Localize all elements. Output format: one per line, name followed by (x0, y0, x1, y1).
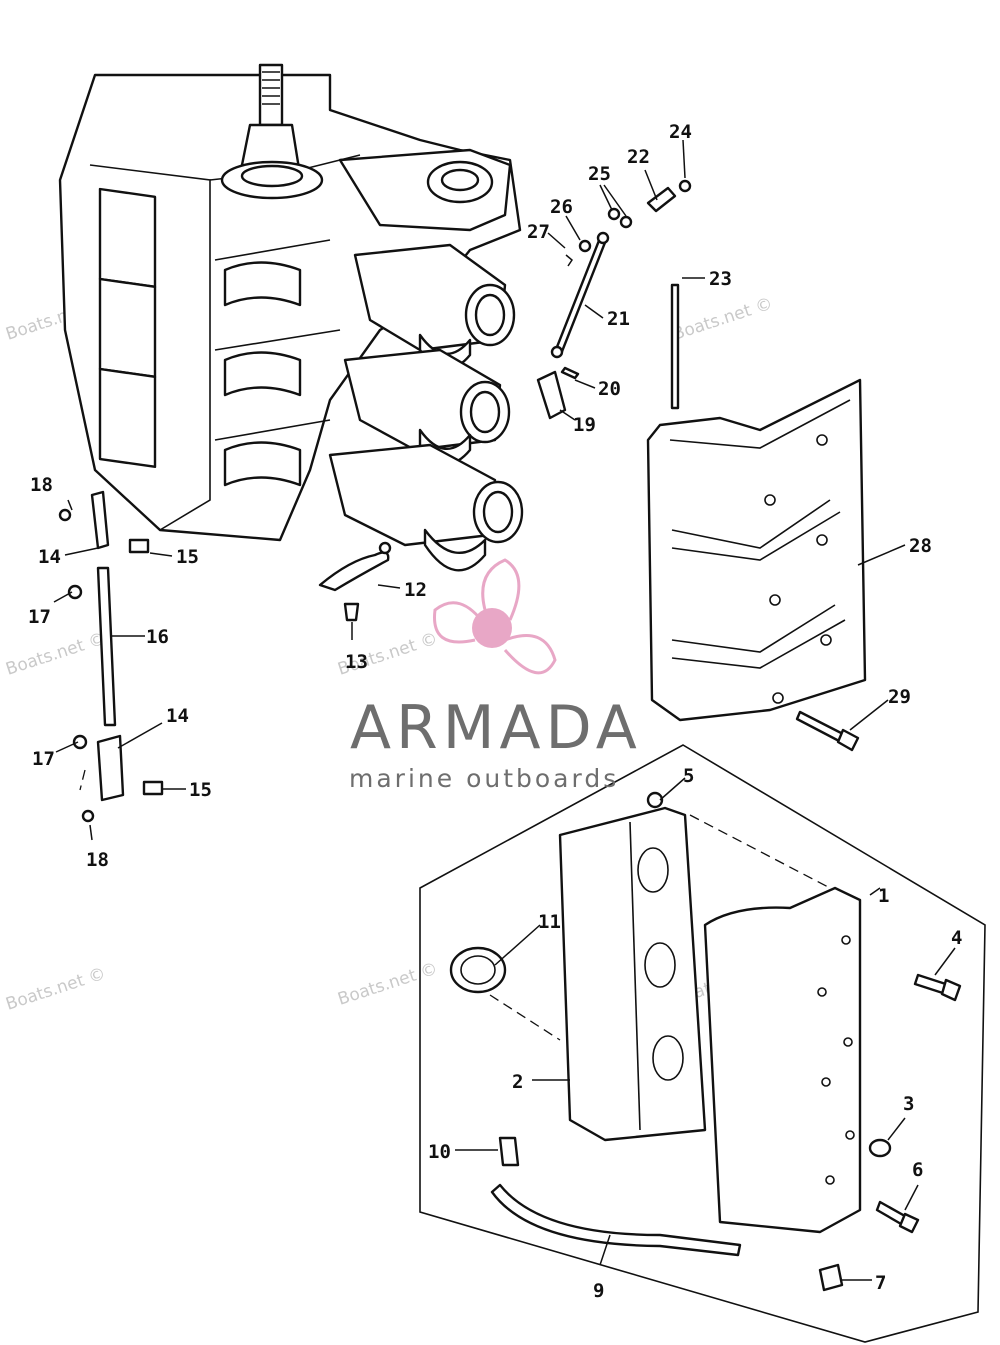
callout-5: 5 (683, 765, 694, 787)
callout-23: 23 (709, 268, 732, 290)
callout-18b: 18 (86, 849, 109, 871)
left-linkage (58, 490, 164, 823)
callout-15a: 15 (176, 546, 199, 568)
carburetor-bottom (328, 443, 524, 572)
box-small-parts (490, 791, 962, 1292)
watermark: Boats.net © (3, 964, 108, 1015)
carburetors (328, 243, 524, 572)
fitting-22 (646, 186, 677, 213)
bolt-29 (795, 710, 860, 752)
watermark: Boats.net © (670, 294, 775, 345)
leader-lines (53, 139, 956, 1281)
rod-23 (670, 283, 680, 410)
callout-29: 29 (888, 686, 911, 708)
callout-11: 11 (538, 911, 561, 933)
callout-9: 9 (593, 1280, 604, 1302)
carburetor-middle (343, 348, 511, 466)
nut-26 (578, 239, 592, 253)
callout-25: 25 (588, 163, 611, 185)
cover-28 (646, 378, 867, 722)
callout-14a: 14 (38, 546, 61, 568)
gasket-11 (449, 946, 561, 1041)
callout-6: 6 (912, 1159, 923, 1181)
brand-name: ARMADA (350, 693, 642, 763)
callout-14b: 14 (166, 705, 189, 727)
exploded-view-box (419, 744, 986, 1343)
callout-26: 26 (550, 196, 573, 218)
callout-17a: 17 (28, 606, 51, 628)
callout-19: 19 (573, 414, 596, 436)
callout-4: 4 (951, 927, 962, 949)
callout-18a: 18 (30, 474, 53, 496)
callout-28: 28 (909, 535, 932, 557)
callout-22: 22 (627, 146, 650, 168)
callout-2: 2 (512, 1071, 523, 1093)
callout-1: 1 (878, 885, 889, 907)
linkage-parts (536, 179, 692, 420)
callout-13: 13 (345, 651, 368, 673)
clip-27 (565, 254, 573, 267)
callout-20: 20 (598, 378, 621, 400)
callout-3: 3 (903, 1093, 914, 1115)
cover-1 (689, 814, 862, 1234)
callout-12: 12 (404, 579, 427, 601)
plate-2 (558, 806, 707, 1142)
brand-tagline: marine outboards (349, 764, 619, 793)
propeller-hub (472, 608, 512, 648)
pin-20 (560, 366, 580, 380)
callout-24: 24 (669, 121, 692, 143)
watermark: Boats.net © (335, 959, 440, 1010)
brand-logo: ARMADA marine outboards (349, 558, 642, 793)
link-rod-21 (553, 236, 608, 356)
callout-15b: 15 (189, 779, 212, 801)
callout-7: 7 (875, 1272, 886, 1294)
callout-10: 10 (428, 1141, 451, 1163)
callout-17b: 17 (32, 748, 55, 770)
washer-25b (619, 215, 633, 229)
clamp-12 (318, 541, 392, 622)
callout-27: 27 (527, 221, 550, 243)
screw-24 (678, 179, 692, 193)
watermark: Boats.net © (3, 629, 108, 680)
propeller-logo-icon (433, 558, 557, 675)
callout-21: 21 (607, 308, 630, 330)
callout-numbers: 1 2 3 4 5 6 7 9 10 11 12 13 14 14 15 15 … (28, 121, 962, 1302)
cap-19 (536, 370, 567, 420)
washer-25a (607, 207, 621, 221)
callout-16: 16 (146, 626, 169, 648)
